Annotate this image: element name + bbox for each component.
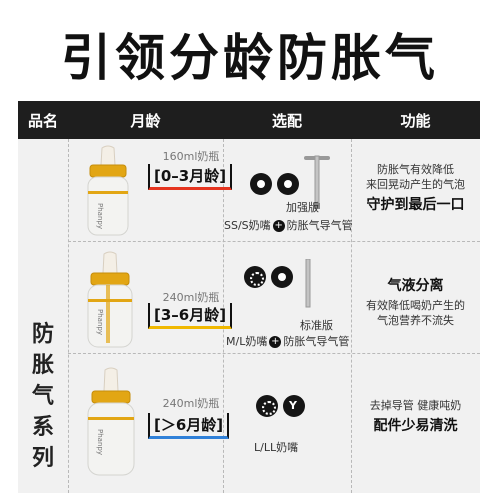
function-cell: 气液分离 有效降低喝奶产生的 气泡营养不流失	[351, 275, 480, 345]
function-text: 气泡营养不流失	[377, 314, 454, 327]
header-name: 品名	[27, 112, 58, 130]
age-range-badge: [3–6月龄]	[148, 303, 233, 329]
baby-bottle-small-icon: Phanpy	[87, 145, 129, 236]
baby-bottle-medium-icon: Phanpy	[87, 251, 133, 348]
header-function: 功能	[400, 112, 431, 130]
plus-icon: +	[269, 336, 282, 348]
table-row: Phanpy 240ml奶瓶 [3–6月龄] 标准版 M/L奶嘴+防胀气导气管 …	[68, 241, 480, 353]
header-option: 选配	[271, 112, 302, 130]
option-description: M/L奶嘴+防胀气导气管	[226, 335, 350, 348]
svg-text:Phanpy: Phanpy	[96, 429, 104, 455]
function-highlight: 气液分离	[387, 278, 444, 294]
function-highlight: 守护到最后一口	[366, 197, 465, 213]
plus-icon: +	[272, 220, 285, 232]
bottle-capacity: 160ml奶瓶	[162, 150, 220, 163]
function-highlight: 配件少易清洗	[373, 418, 458, 434]
option-description: L/LL奶嘴	[254, 441, 299, 454]
table-header: 品名 月龄 选配 功能	[18, 101, 480, 139]
nipple-m-icon	[244, 266, 266, 288]
anti-colic-tube-standard-icon	[305, 259, 311, 308]
svg-text:Phanpy: Phanpy	[96, 309, 104, 335]
nipple-l-icon	[256, 395, 278, 417]
function-cell: 去掉导管 健康吨奶 配件少易清洗	[351, 397, 480, 457]
function-text: 防胀气有效降低	[377, 163, 454, 176]
nipple-l-icon	[271, 266, 293, 288]
column-divider	[68, 139, 69, 493]
header-age: 月龄	[130, 112, 161, 130]
function-cell: 防胀气有效降低 来回晃动产生的气泡 守护到最后一口	[351, 161, 480, 231]
age-range-badge: [＞6月龄]	[148, 413, 230, 439]
table-row: Phanpy 160ml奶瓶 [0–3月龄] 加强版 SS/S奶嘴+防胀气导气管…	[68, 139, 480, 241]
series-label: 防胀气系列	[32, 322, 55, 471]
option-description: SS/S奶嘴+防胀气导气管	[224, 219, 353, 232]
page-headline: 引领分龄防胀气	[61, 29, 439, 87]
nipple-ss-icon	[250, 173, 272, 195]
function-text: 来回晃动产生的气泡	[366, 178, 465, 191]
bottle-capacity: 240ml奶瓶	[162, 291, 220, 304]
anti-colic-tube-reinforced-icon	[304, 155, 330, 209]
column-divider	[351, 139, 352, 493]
function-text: 去掉导管 健康吨奶	[369, 399, 462, 412]
comparison-table: 品名 月龄 选配 功能 防胀气系列 Phanpy 160ml奶瓶 [0–3月龄]…	[18, 101, 480, 493]
table-row: Phanpy 240ml奶瓶 [＞6月龄] L/LL奶嘴 去掉导管 健康吨奶 配…	[68, 353, 480, 493]
svg-text:Phanpy: Phanpy	[96, 203, 104, 229]
nipple-ll-icon	[283, 395, 305, 417]
baby-bottle-large-icon: Phanpy	[87, 367, 135, 476]
age-range-badge: [0–3月龄]	[148, 164, 233, 190]
row-divider	[68, 241, 480, 242]
row-divider	[68, 353, 480, 354]
tube-version-label: 加强版	[286, 201, 319, 214]
nipple-s-icon	[277, 173, 299, 195]
column-divider	[223, 139, 224, 493]
bottle-capacity: 240ml奶瓶	[162, 397, 220, 410]
tube-version-label: 标准版	[300, 319, 333, 332]
function-text: 有效降低喝奶产生的	[366, 299, 465, 312]
